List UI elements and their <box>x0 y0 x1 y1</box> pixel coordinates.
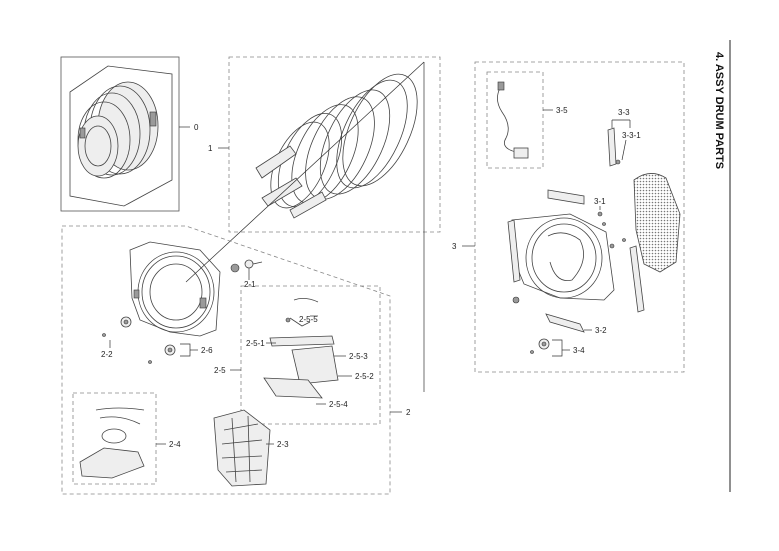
label-3-1: 3-1 <box>594 197 606 206</box>
assembly-1: 1 <box>208 56 441 233</box>
sub-assembly-3-5: 3-5 <box>486 71 568 169</box>
drum-rings-illustration <box>255 73 418 219</box>
section-title: 4. ASSY DRUM PARTS <box>713 52 725 169</box>
label-3: 3 <box>452 242 457 251</box>
label-2-5-2: 2-5-2 <box>355 372 374 381</box>
front-frame-illustration <box>129 241 221 337</box>
part-3-1: 3-1 <box>547 189 606 226</box>
label-2-2: 2-2 <box>101 350 113 359</box>
sub-assembly-2-4-frame <box>72 392 157 485</box>
label-2-5-1: 2-5-1 <box>246 339 265 348</box>
label-2-3: 2-3 <box>277 440 289 449</box>
part-2-6: 2-6 <box>148 343 213 364</box>
label-1: 1 <box>208 144 213 153</box>
assembly-2: 2-1 2-2 2-6 2-5-5 <box>61 225 411 495</box>
axis-line <box>185 61 425 283</box>
sub-assembly-2-5-frame <box>240 285 381 425</box>
assembly-1-frame <box>228 56 441 233</box>
label-0: 0 <box>194 123 199 132</box>
label-3-3-1: 3-3-1 <box>622 131 641 140</box>
rear-filter-illustration <box>629 173 681 313</box>
part-3-3: 3-3 3-3-1 <box>607 108 641 167</box>
part-2-2: 2-2 <box>101 316 132 359</box>
label-2-6: 2-6 <box>201 346 213 355</box>
label-3-4: 3-4 <box>573 346 585 355</box>
label-2-5: 2-5 <box>214 366 226 375</box>
label-3-5: 3-5 <box>556 106 568 115</box>
part-2-1: 2-1 <box>230 259 263 289</box>
assembly-0-frame <box>60 56 180 212</box>
assembly-3: 3 3-5 3-3 3-3-1 3-1 <box>452 61 685 373</box>
part-3-4: 3-4 <box>530 338 585 357</box>
drum-assy-illustration <box>69 65 173 207</box>
assembly-3-frame <box>474 61 685 373</box>
assembly-0: 0 <box>60 56 199 212</box>
part-3-2: 3-2 <box>512 296 607 335</box>
label-2-5-5: 2-5-5 <box>299 315 318 324</box>
rear-frame-illustration <box>507 213 626 301</box>
sub-assembly-2-4: 2-4 <box>72 392 181 485</box>
assembly-2-frame <box>61 225 391 495</box>
part-2-3: 2-3 <box>213 409 289 487</box>
sub-assembly-2-5: 2-5-5 2-5-1 2-5-3 2-5-2 2-5-4 2-5 <box>214 285 381 425</box>
sub-assembly-3-5-frame <box>486 71 544 169</box>
label-2-1: 2-1 <box>244 280 256 289</box>
label-2-5-4: 2-5-4 <box>329 400 348 409</box>
section-title-group: 4. ASSY DRUM PARTS <box>713 40 731 492</box>
label-3-2: 3-2 <box>595 326 607 335</box>
label-2-4: 2-4 <box>169 440 181 449</box>
label-2-5-3: 2-5-3 <box>349 352 368 361</box>
label-2: 2 <box>406 408 411 417</box>
label-3-3: 3-3 <box>618 108 630 117</box>
